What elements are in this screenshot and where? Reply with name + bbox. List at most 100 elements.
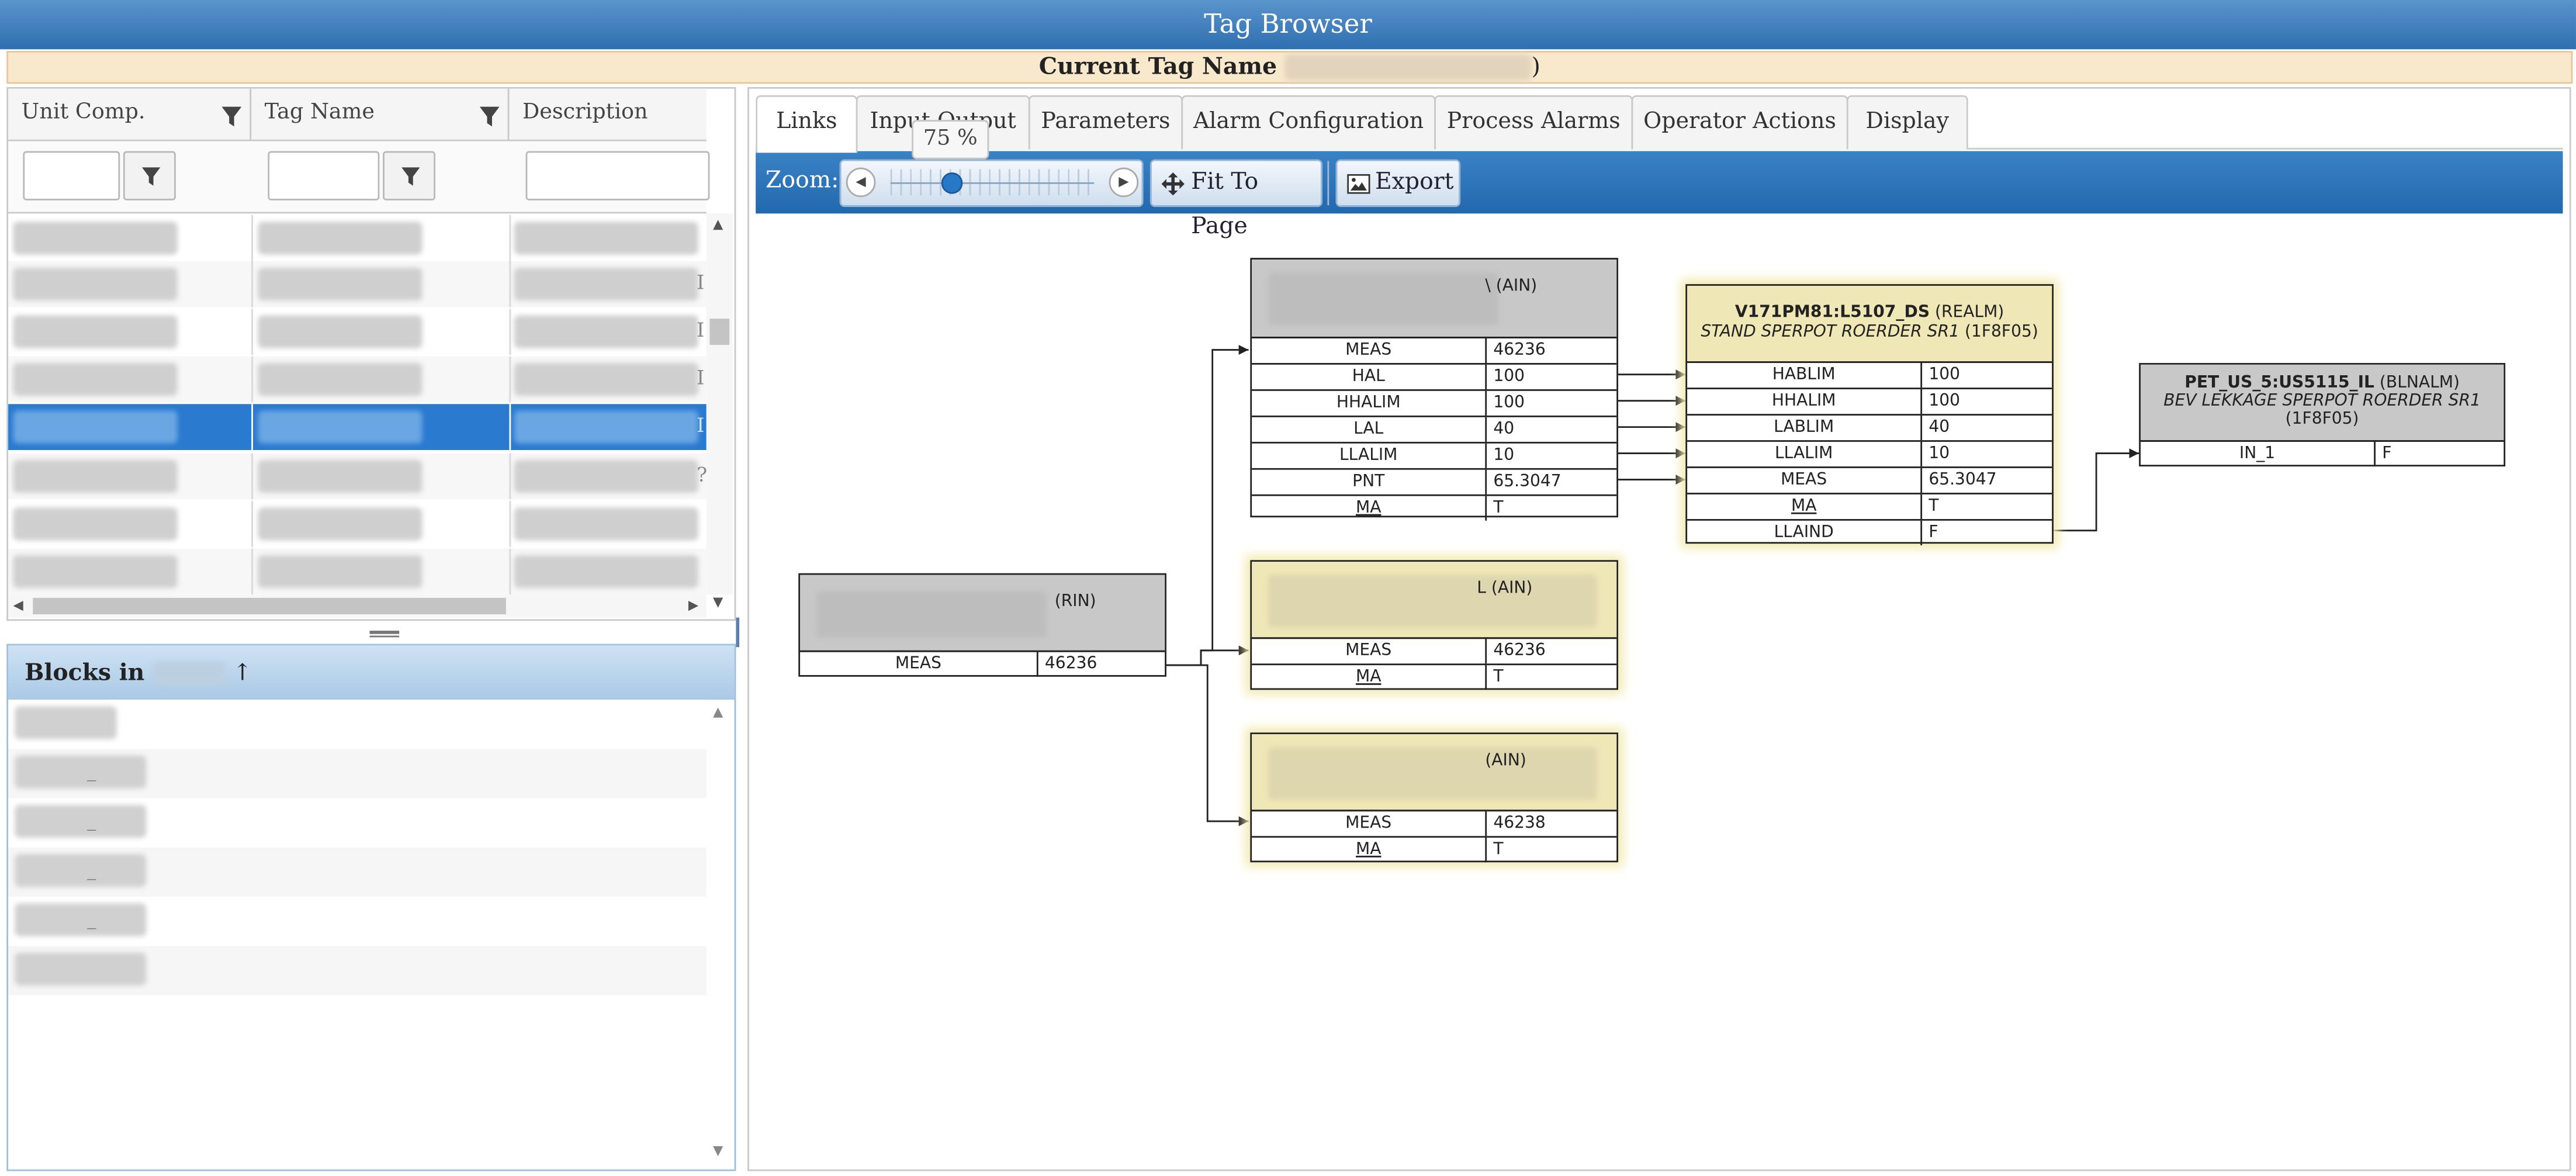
param-value: 10	[1493, 447, 1515, 465]
tag-name-filter-button[interactable]	[383, 151, 435, 200]
grid-row[interactable]: I	[8, 356, 707, 403]
param-value: 40	[1928, 418, 1950, 437]
ain3-block-type: (AIN)	[1485, 752, 1526, 770]
scroll-thumb[interactable]	[33, 597, 506, 614]
tab-parameters[interactable]: Parameters	[1028, 95, 1183, 150]
fit-to-page-button[interactable]: Fit To Page	[1149, 159, 1323, 240]
grid-horizontal-scrollbar[interactable]: ◀ ▶	[8, 594, 707, 618]
ain1-param-row[interactable]: PNT 65.3047	[1252, 468, 1617, 494]
fit-to-page-icon	[1161, 172, 1185, 196]
rin-block[interactable]: (RIN) MEAS 46236	[798, 573, 1166, 677]
scroll-down-arrow-icon[interactable]: ▼	[713, 1143, 723, 1158]
scroll-up-arrow-icon[interactable]: ▲	[713, 704, 723, 720]
realm-block[interactable]: V171PM81:L5107_DS (REALM) STAND SPERPOT …	[1685, 284, 2054, 545]
scroll-down-arrow-icon[interactable]: ▼	[713, 594, 723, 610]
param-name: PNT	[1252, 469, 1487, 494]
unit-comp-filter-input[interactable]	[23, 151, 120, 200]
realm-block-desc: STAND SPERPOT ROERDER SR1 (1F8F05)	[1687, 324, 2052, 344]
unit-comp-filter-button[interactable]	[123, 151, 176, 200]
list-item[interactable]: _	[8, 798, 707, 848]
param-name: HHALIM	[1252, 390, 1487, 416]
blnalm-block[interactable]: PET_US_5:US5115_IL (BLNALM) BEV LEKKAGE …	[2139, 363, 2506, 467]
grid-row[interactable]: ?	[8, 453, 707, 500]
list-item[interactable]: _	[8, 848, 707, 897]
tab-process-alarms[interactable]: Process Alarms	[1434, 95, 1633, 150]
splitter-bar-icon[interactable]	[736, 617, 740, 648]
grid-row[interactable]	[8, 548, 707, 595]
current-tag-label: Current Tag Name	[1038, 54, 1277, 81]
zoom-decrease-button[interactable]: ◀	[846, 167, 876, 198]
column-header-description[interactable]: Description	[509, 89, 706, 141]
grid-row[interactable]: I	[8, 261, 707, 307]
column-header-label: Description	[522, 100, 648, 125]
grid-cell-edge-char: I	[696, 319, 705, 342]
grid-row[interactable]	[8, 501, 707, 547]
blocks-panel-header[interactable]: Blocks in ↑	[8, 645, 735, 700]
tab-alarm-configuration[interactable]: Alarm Configuration	[1181, 95, 1436, 150]
param-value: 65.3047	[1493, 473, 1561, 492]
tab-links[interactable]: Links	[756, 95, 858, 153]
scroll-thumb[interactable]	[709, 319, 730, 345]
diagram-canvas[interactable]	[756, 213, 2563, 1163]
blocks-list: ____	[8, 700, 707, 1166]
grid-cell-edge-char: I	[696, 414, 705, 437]
splitter-handle[interactable]	[369, 631, 400, 638]
tab-operator-actions[interactable]: Operator Actions	[1631, 95, 1848, 150]
grid-row[interactable]	[8, 215, 707, 261]
sort-ascending-icon[interactable]: ↑	[233, 660, 252, 687]
grid-cell-edge-char: I	[696, 366, 705, 389]
filter-funnel-icon[interactable]	[221, 105, 242, 128]
list-item[interactable]: _	[8, 749, 707, 798]
tag-name-filter-input[interactable]	[268, 151, 380, 200]
column-header-tag-name[interactable]: Tag Name	[251, 88, 510, 141]
grid-column-divider	[251, 404, 253, 450]
param-name: MA	[1252, 496, 1487, 521]
list-item[interactable]	[8, 946, 707, 995]
grid-row[interactable]: I	[8, 404, 707, 450]
blocks-vertical-scrollbar[interactable]: ▲ ▼	[707, 700, 733, 1166]
zoom-increase-button[interactable]: ▶	[1109, 167, 1139, 198]
zoom-slider-thumb[interactable]	[941, 172, 963, 194]
scroll-left-arrow-icon[interactable]: ◀	[13, 597, 23, 613]
tab-display[interactable]: Display	[1846, 95, 1968, 150]
export-button[interactable]: Export	[1335, 159, 1461, 207]
description-filter-input[interactable]	[525, 151, 710, 200]
rin-row[interactable]: MEAS 46236	[800, 650, 1165, 677]
grid-column-divider	[251, 261, 253, 307]
realm-block-header: V171PM81:L5107_DS (REALM) STAND SPERPOT …	[1687, 285, 2052, 364]
scroll-up-arrow-icon[interactable]: ▲	[713, 216, 723, 232]
column-header-unit-comp[interactable]: Unit Comp.	[8, 88, 252, 141]
grid-vertical-scrollbar[interactable]: ▲ ▼	[706, 213, 733, 610]
grid-column-divider	[251, 453, 253, 500]
block-name-blurred	[15, 952, 147, 986]
current-tag-value-blurred	[1284, 54, 1532, 81]
zoom-slider[interactable]: ◀ ▶	[839, 159, 1144, 207]
grid-row[interactable]: I	[8, 309, 707, 355]
list-item[interactable]	[8, 700, 707, 749]
scroll-right-arrow-icon[interactable]: ▶	[688, 597, 699, 613]
list-item[interactable]: _	[8, 897, 707, 946]
current-tag-suffix: )	[1531, 54, 1540, 81]
filter-funnel-icon[interactable]	[479, 105, 500, 128]
